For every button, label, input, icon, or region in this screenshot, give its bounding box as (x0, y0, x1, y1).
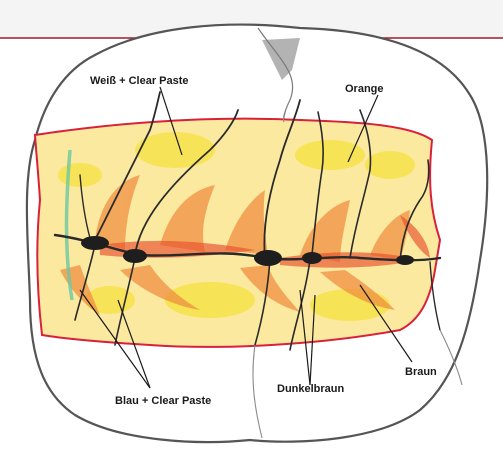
label-dunkelbraun: Dunkelbraun (277, 383, 345, 395)
label-braun: Braun (405, 366, 437, 378)
label-weiss-clear-paste: Weiß + Clear Paste (90, 75, 189, 87)
label-blau-clear-paste: Blau + Clear Paste (115, 395, 211, 407)
label-orange: Orange (345, 83, 384, 95)
